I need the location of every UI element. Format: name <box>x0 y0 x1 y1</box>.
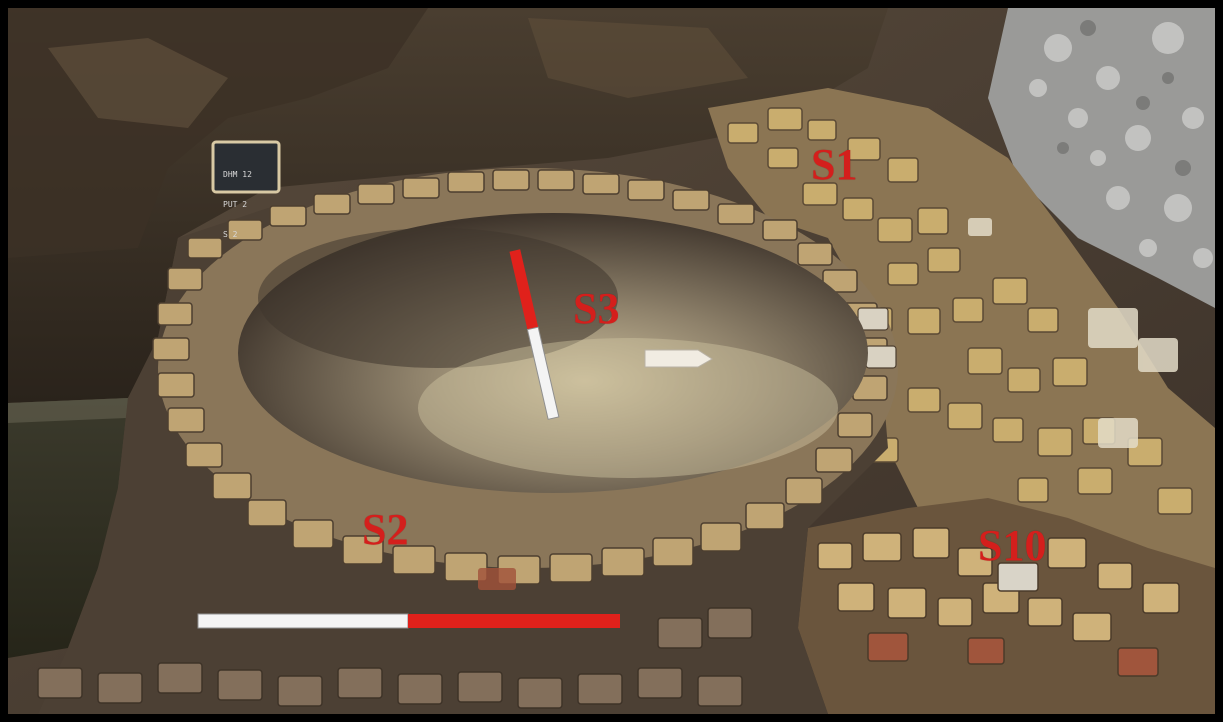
photo-illustration <box>8 8 1215 714</box>
label-s1: S1 <box>811 140 858 189</box>
label-s2: S2 <box>362 505 409 554</box>
slate-line: PUT 2 <box>223 200 248 209</box>
slate-board-text: DHM 12 PUT 2 S 2 <box>223 150 275 250</box>
label-s10: S10 <box>978 521 1047 570</box>
vertical-scale-bar <box>509 249 560 420</box>
label-s3: S3 <box>573 284 620 333</box>
slate-line: DHM 12 <box>223 170 252 179</box>
slate-line: S 2 <box>223 230 238 239</box>
excavation-photo <box>8 8 1215 714</box>
